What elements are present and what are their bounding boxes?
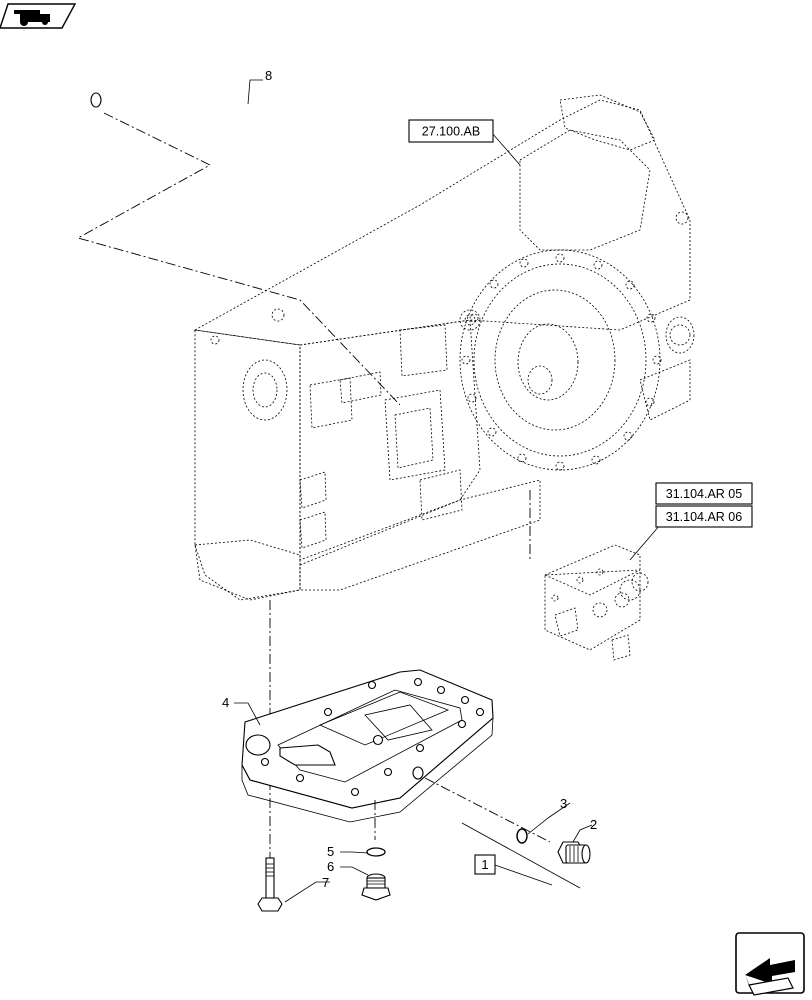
reference-31-104-ar-06[interactable]: 31.104.AR 06	[655, 505, 753, 528]
callout-5: 5	[327, 844, 334, 859]
next-page-arrow-icon[interactable]	[735, 932, 805, 996]
alignment-line-pipe	[76, 112, 401, 406]
reference-31-104-ar-06-label: 31.104.AR 06	[666, 510, 742, 524]
flange-bolt-holes	[461, 253, 662, 471]
callout-leaders	[234, 79, 661, 903]
callout-6: 6	[327, 859, 334, 874]
reference-31-104-ar-05-label: 31.104.AR 05	[666, 487, 742, 501]
tractor-section-icon[interactable]	[0, 3, 77, 29]
reference-27-100-ab[interactable]: 27.100.AB	[408, 119, 494, 143]
valve-block	[544, 544, 649, 661]
transmission-housing	[193, 94, 695, 601]
callout-4: 4	[222, 695, 229, 710]
kit-bracket	[461, 822, 581, 889]
callout-7: 7	[322, 875, 329, 890]
callout-3: 3	[560, 796, 567, 811]
reference-27-100-ab-label: 27.100.AB	[422, 125, 480, 139]
callout-2: 2	[590, 817, 597, 832]
bolt-7	[257, 857, 283, 912]
pipe-part	[90, 91, 278, 253]
drain-plug-6	[361, 873, 391, 901]
callout-1: 1	[481, 857, 488, 872]
cover-plate	[241, 669, 494, 823]
washer-5	[366, 847, 386, 857]
o-ring-3	[516, 828, 528, 844]
plug-2	[557, 841, 591, 864]
reference-31-104-ar-05[interactable]: 31.104.AR 05	[655, 482, 753, 505]
alignment-line-plug	[424, 777, 551, 843]
callout-8: 8	[265, 68, 272, 83]
callout-1-box: 1	[474, 854, 496, 875]
